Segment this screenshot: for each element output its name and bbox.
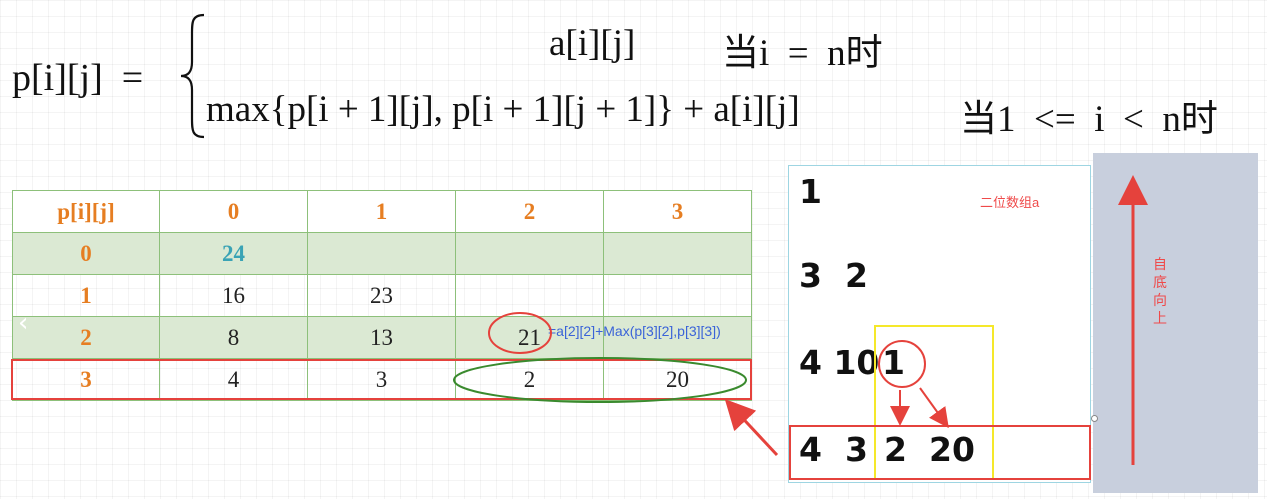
formula-lhs: p[i][j] =: [12, 57, 144, 99]
resize-handle[interactable]: [1091, 415, 1098, 422]
left-brace-icon: [180, 13, 205, 139]
array-bottom-row-box: [789, 425, 1091, 480]
table-header-row: p[i][j] 0 1 2 3: [12, 190, 752, 233]
table-cell: [307, 232, 456, 275]
table-cell: [603, 232, 752, 275]
bottom-row-highlight-box: [11, 359, 752, 400]
table-cell: [603, 274, 752, 317]
chevron-left-icon[interactable]: ‹: [18, 308, 29, 338]
array-row-3-prefix: 4 10: [799, 343, 880, 382]
table-row: 1 16 23: [12, 274, 752, 317]
array-row-1: 1: [799, 172, 822, 211]
table-row: 0 24: [12, 232, 752, 275]
table-cell: 23: [307, 274, 456, 317]
array-panel: [788, 165, 1091, 483]
table-header-cell: 1: [307, 190, 456, 233]
formula-case1-condition: 当i = n时: [722, 33, 883, 74]
table-cell: [455, 232, 604, 275]
side-strip: [1093, 153, 1258, 493]
row-label: 0: [12, 232, 160, 275]
side-label: 自底向上: [1153, 257, 1167, 327]
formula-case1-expr: a[i][j]: [549, 23, 636, 64]
array-row-4-value: 20: [929, 430, 975, 469]
table-cell: [455, 274, 604, 317]
row-label: 1: [12, 274, 160, 317]
table-header-cell: p[i][j]: [12, 190, 160, 233]
table-cell: 16: [159, 274, 308, 317]
table-header-cell: 3: [603, 190, 752, 233]
table-header-cell: 2: [455, 190, 604, 233]
formula-case2-condition: 当1 <= i < n时: [960, 99, 1218, 140]
formula-case2-expr: max{p[i + 1][j], p[i + 1][j + 1]} + a[i]…: [206, 89, 800, 130]
formula-note: =a[2][2]+Max(p[3][2],p[3][3]): [548, 323, 721, 339]
table-cell: 4: [159, 358, 308, 401]
array-row-4-prefix: 4 3: [799, 430, 868, 469]
array-row-2: 3 2: [799, 256, 868, 295]
array-label: 二位数组a: [980, 195, 1040, 210]
table-cell: 24: [159, 232, 308, 275]
table-cell: 8: [159, 316, 308, 359]
table-cell: 3: [307, 358, 456, 401]
row-label: 2: [12, 316, 160, 359]
arrow-to-table-icon: [724, 399, 779, 457]
table-cell: 13: [307, 316, 456, 359]
array-row-4-value: 2: [884, 430, 907, 469]
table-header-cell: 0: [159, 190, 308, 233]
